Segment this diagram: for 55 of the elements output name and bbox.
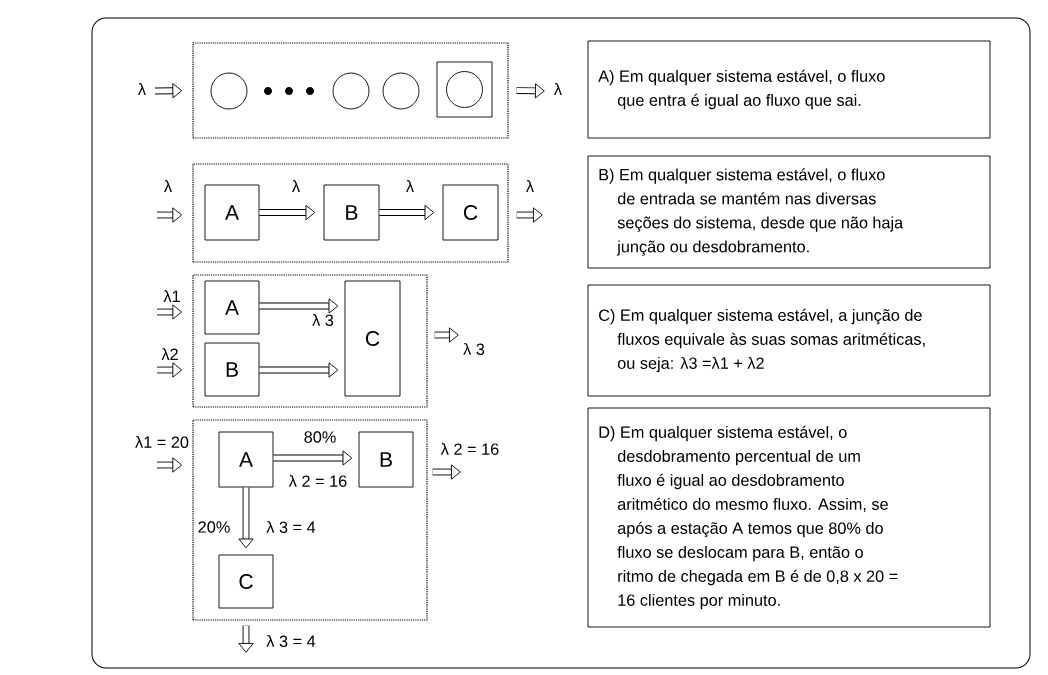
station-box: C — [442, 184, 499, 241]
description-box: A) Em qualquer sistema estável, o fluxo que entra é igual ao fluxo que sai. — [587, 40, 991, 139]
block-arrow — [434, 327, 459, 343]
edge-label: 20% — [196, 520, 232, 534]
edge-label: λ2 — [160, 347, 180, 361]
edge-label: λ1 — [162, 289, 182, 303]
station-box: A — [204, 280, 260, 335]
flow-label: λ 3 = 4 — [265, 520, 317, 534]
circle — [446, 71, 483, 108]
block-arrow — [157, 207, 183, 223]
edge-label: λ — [524, 179, 536, 193]
edge-label: λ 3 — [462, 342, 486, 356]
block-arrow — [238, 487, 254, 549]
station-box: C — [344, 280, 401, 397]
edge-label: λ 3 = 4 — [265, 634, 317, 648]
description-box: B) Em qualquer sistema estável, o fluxo de entrada se mantém nas diversas seções do sistema, desde que não haja junção ou desdobramento. — [587, 155, 991, 269]
edge-label: λ — [404, 179, 416, 193]
dotted-frame — [192, 163, 509, 263]
dotted-frame — [192, 42, 509, 139]
block-arrow — [259, 362, 339, 378]
station-box: B — [323, 184, 380, 241]
block-arrow — [157, 457, 183, 473]
block-arrow — [432, 464, 461, 480]
block-arrow — [273, 450, 353, 466]
dotted-frame — [192, 419, 428, 621]
block-arrow — [157, 362, 183, 378]
edge-label: λ — [290, 179, 302, 193]
block-arrow — [238, 625, 254, 653]
edge-label: λ — [136, 82, 148, 96]
circle — [382, 72, 420, 110]
edge-label: λ 2 = 16 — [439, 442, 501, 456]
station-box: A — [218, 431, 274, 488]
edge-label: λ1 = 20 — [134, 435, 190, 449]
dotted-frame — [192, 274, 428, 408]
square-box — [436, 61, 493, 118]
station-box: B — [204, 342, 260, 397]
station-box: B — [358, 431, 414, 488]
description-box: C) Em qualquer sistema estável, a junção de fluxos equivale às suas somas aritméticas, ou seja: λ3 =λ1 + λ2 — [587, 284, 991, 397]
block-arrow — [516, 207, 543, 223]
station-box: C — [218, 554, 274, 609]
block-arrow — [516, 83, 545, 99]
edge-label: λ — [162, 179, 174, 193]
block-arrow — [259, 204, 316, 221]
description-box: D) Em qualquer sistema estável, o desdobramento percentual de um fluxo é igual ao desdobramento aritmético do mesmo fluxo. Assim, se após a estação A temos que 80% do fluxo se deslocam para B, então o ritmo de chegada em B é de 0,8 x 20 = 16 clientes por minuto. — [587, 407, 991, 628]
block-arrow — [259, 298, 339, 314]
block-arrow — [379, 204, 435, 221]
edge-label: λ — [552, 82, 564, 96]
block-arrow — [157, 304, 183, 320]
block-arrow — [154, 83, 183, 99]
edge-label: 80% — [302, 430, 338, 444]
edge-label: λ 3 — [311, 313, 335, 327]
circle — [210, 72, 248, 110]
station-box: A — [204, 184, 260, 241]
flow-label: λ 2 = 16 — [287, 474, 349, 488]
circle — [332, 72, 370, 110]
